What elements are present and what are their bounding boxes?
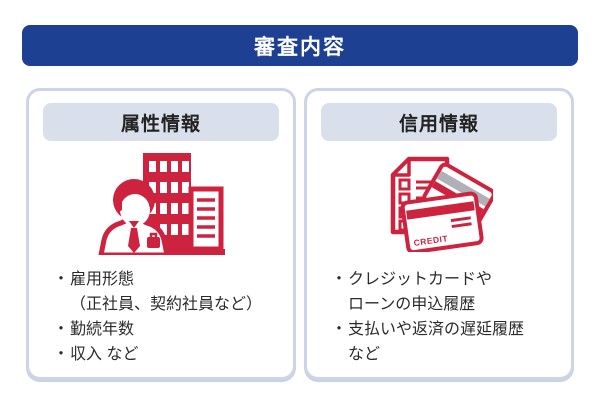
card-attribute-info: 属性情報 bbox=[26, 88, 296, 380]
list-item: （正社員、契約社員など） bbox=[53, 292, 285, 317]
bullet-glyph bbox=[53, 292, 70, 317]
document-credit-cards-svg: CREDIT bbox=[390, 156, 493, 252]
businessman-buildings-icon bbox=[29, 141, 293, 267]
card-heading-badge: 属性情報 bbox=[43, 103, 279, 141]
list-item-text: 支払いや返済の遅延履歴 bbox=[348, 321, 525, 338]
list-item-text: 収入 など bbox=[70, 346, 139, 363]
card-heading-text: 信用情報 bbox=[398, 113, 479, 135]
bullet-glyph: ・ bbox=[331, 271, 348, 288]
bullet-list: ・ 雇用形態 （正社員、契約社員など） ・ 勤続年数 ・ 収入 など bbox=[29, 267, 293, 367]
list-item: ・ 勤続年数 bbox=[53, 317, 285, 342]
list-item-text: など bbox=[348, 346, 381, 363]
list-item: ・ 支払いや返済の遅延履歴 bbox=[331, 317, 563, 342]
bullet-glyph bbox=[331, 342, 348, 367]
list-item-text: （正社員、契約社員など） bbox=[70, 296, 263, 313]
businessman-buildings-svg bbox=[98, 153, 225, 255]
card-credit-info: 信用情報 bbox=[304, 88, 574, 380]
list-item: ・ クレジットカードや bbox=[331, 267, 563, 292]
card-heading-badge: 信用情報 bbox=[321, 103, 557, 141]
bullet-glyph: ・ bbox=[53, 271, 70, 288]
list-item: など bbox=[331, 342, 563, 367]
bullet-glyph: ・ bbox=[331, 321, 348, 338]
bullet-list: ・ クレジットカードや ローンの申込履歴 ・ 支払いや返済の遅延履歴 など bbox=[307, 267, 571, 367]
bullet-glyph bbox=[331, 292, 348, 317]
card-heading-text: 属性情報 bbox=[120, 113, 201, 135]
page-title: 審査内容 bbox=[22, 25, 578, 66]
bullet-glyph: ・ bbox=[53, 321, 70, 338]
list-item-text: 雇用形態 bbox=[70, 271, 135, 288]
list-item: ・ 収入 など bbox=[53, 342, 285, 367]
cards-container: 属性情報 bbox=[26, 88, 574, 380]
page-title-text: 審査内容 bbox=[254, 35, 346, 59]
list-item: ・ 雇用形態 bbox=[53, 267, 285, 292]
list-item-text: ローンの申込履歴 bbox=[348, 296, 476, 313]
bullet-glyph: ・ bbox=[53, 346, 70, 363]
list-item-text: クレジットカードや bbox=[348, 271, 493, 288]
credit-card-label: CREDIT bbox=[413, 233, 449, 248]
list-item-text: 勤続年数 bbox=[70, 321, 135, 338]
document-credit-cards-icon: CREDIT bbox=[307, 141, 571, 267]
list-item: ローンの申込履歴 bbox=[331, 292, 563, 317]
